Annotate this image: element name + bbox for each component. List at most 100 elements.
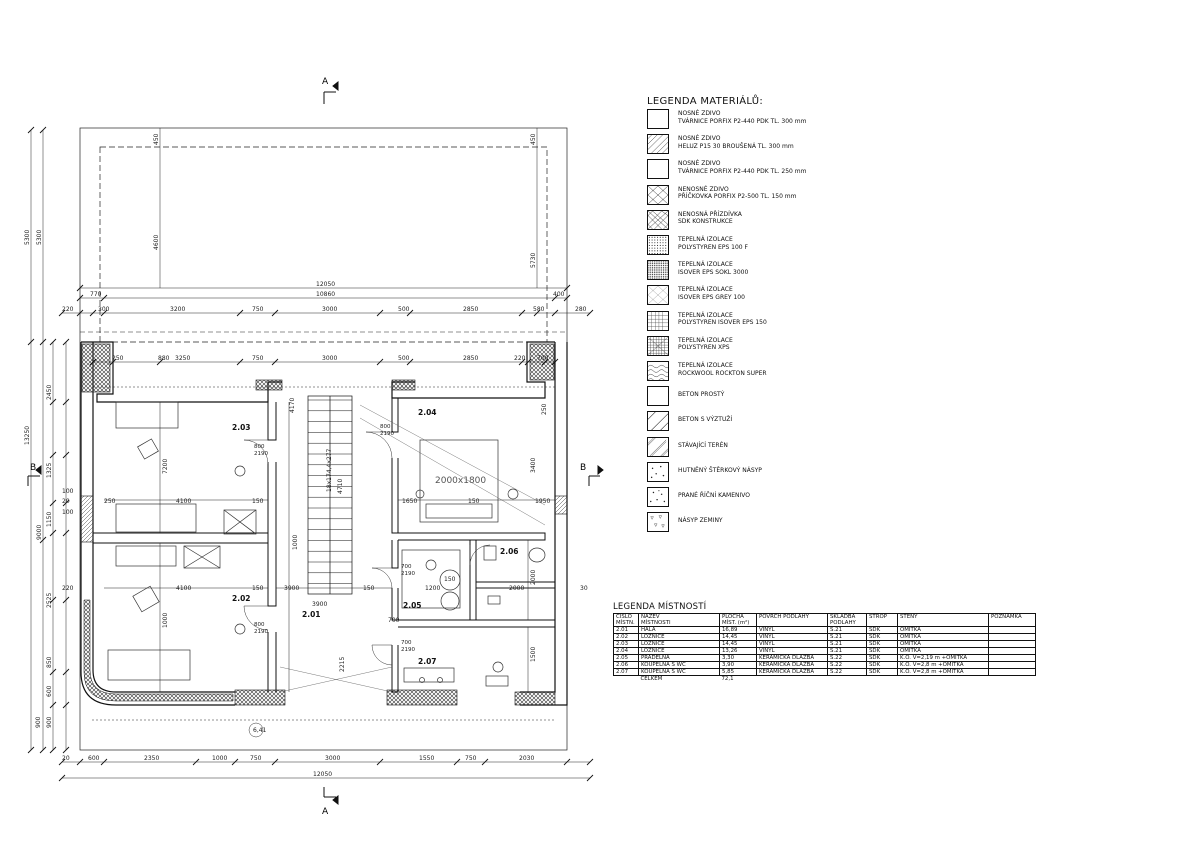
legend-label: BETON PROSTÝ: [678, 391, 725, 399]
dimension-tick: [100, 758, 108, 766]
table-cell: VINYL: [756, 626, 828, 634]
legend-label: NENOSNÁ PŘÍZDÍVKA SDK KONSTRUKCE: [678, 210, 742, 226]
dimension-tick: [192, 758, 200, 766]
dim-20: 20: [62, 498, 70, 505]
table-cell: [988, 640, 1036, 648]
dim-row3-220: 220: [514, 355, 526, 362]
table-cell: SDK: [866, 626, 898, 634]
dim-3525a: 7200: [162, 459, 169, 474]
exterior-walls: [80, 341, 568, 706]
dim-left-900a: 900: [35, 716, 42, 728]
dim-1000b: 150: [363, 585, 375, 592]
table-cell: SDK: [866, 633, 898, 641]
dimension-tick: [524, 358, 532, 366]
dimension-tick: [100, 294, 108, 302]
legend-pattern-swatch: [647, 512, 669, 533]
dim-left-850: 850: [46, 656, 53, 668]
table-cell: SDK: [866, 661, 898, 669]
table-cell: [988, 626, 1036, 634]
dim-row2-300: 300: [98, 306, 110, 313]
legend-pattern-swatch: [647, 159, 669, 180]
dimension-tick: [76, 309, 84, 317]
legend-label: TEPELNÁ IZOLACE POLYSTYREN EPS 100 F: [678, 236, 748, 251]
dim-1500: 1500: [530, 647, 537, 662]
dim-bot-1550: 1550: [419, 755, 434, 762]
dim-left-2525: 2525: [46, 593, 53, 608]
dimension-tick: [89, 309, 97, 317]
dim-1000a: 3900: [284, 585, 299, 592]
section-mark-b-left: B: [30, 463, 36, 473]
dimension-tick: [62, 499, 70, 507]
wall-insulation-hatch: [80, 343, 568, 706]
dimension-tick: [49, 668, 57, 676]
rooms-table-header-cell: STĚNY: [897, 613, 989, 627]
door-labels: 800 2190 800 2190 800 2190 700 2190 700 …: [254, 424, 415, 653]
dimension-texts: 12050 10860 770 400 220 300 3200 750 300…: [62, 281, 587, 778]
dimension-tick: [49, 701, 57, 709]
table-cell: KERAMICKÁ DLAŽBA: [756, 661, 828, 669]
dim-3525b: 1000: [162, 613, 169, 628]
dimension-tick: [58, 309, 66, 317]
dim-bot-2350: 2350: [144, 755, 159, 762]
table-cell: S.21: [827, 626, 867, 634]
table-cell: [988, 668, 1036, 676]
dimension-tick: [551, 309, 559, 317]
dimension-tick: [49, 499, 57, 507]
dimension-lines: [30, 128, 590, 779]
dim-100a: 100: [62, 488, 74, 495]
legend-label: NOSNÉ ZDIVO TVÁRNICE PORFIX P2-440 PDK T…: [678, 160, 807, 175]
legend-pattern-swatch: [647, 487, 669, 507]
rooms-table-header-cell: NÁZEV MÍSTNOSTI: [638, 613, 720, 627]
legend-pattern-swatch: [647, 335, 669, 356]
dim-250-right: 250: [541, 403, 548, 415]
dim-150b: 150: [252, 585, 264, 592]
guide-lines: [279, 404, 546, 693]
dimension-tick: [481, 758, 489, 766]
dimension-tick: [58, 774, 66, 782]
legend-label: TEPELNÁ IZOLACE ROCKWOOL ROCKTON SUPER: [678, 362, 767, 377]
table-cell: LOŽNICE: [638, 647, 720, 655]
dim-row3-3250: 3250: [175, 355, 190, 362]
legend-pattern-swatch: [647, 285, 669, 306]
dim-up-450a: 450: [153, 133, 160, 145]
legend-label: TEPELNÁ IZOLACE POLYSTYREN ISOVER EPS 15…: [678, 311, 767, 327]
room-2-04-label: 2.04: [418, 408, 437, 417]
dimension-tick: [27, 338, 35, 346]
stair-annotation: 18x174,4x277: [326, 448, 333, 492]
dim-3900: 150: [468, 498, 480, 505]
dimension-tick: [49, 596, 57, 604]
table-cell: VINYL: [756, 633, 828, 641]
legend-item: BETON S VÝZTUŽÍ: [647, 411, 857, 435]
section-mark-a-bottom: A: [322, 807, 329, 817]
dimension-tick: [376, 309, 384, 317]
table-cell: OMÍTKA: [897, 640, 989, 648]
room-2-06-label: 2.06: [500, 547, 519, 556]
dimension-tick: [39, 126, 47, 134]
legend-pattern-swatch: [647, 361, 669, 381]
legend-item: HUTNĚNÝ ŠTĚRKOVÝ NÁSYP: [647, 461, 857, 486]
table-cell: [988, 661, 1036, 669]
table-cell: 16,89: [719, 626, 757, 634]
dim-row2-2850: 2850: [463, 306, 478, 313]
dim-row2-3200: 3200: [170, 306, 185, 313]
dim-row2-3000: 3000: [322, 306, 337, 313]
legend-item: TEPELNÁ IZOLACE POLYSTYREN EPS 100 F: [647, 235, 857, 259]
dim-row3-880: 880: [158, 355, 170, 362]
table-cell: SDK: [866, 647, 898, 655]
legend-pattern-swatch: [647, 310, 669, 331]
legend-label: STÁVAJÍCÍ TERÉN: [678, 441, 728, 449]
room-2-01-label: 2.01: [302, 610, 321, 619]
rooms-table-header-cell: POZNÁMKA: [988, 613, 1036, 627]
dimension-tick: [551, 294, 559, 302]
table-cell: 3,30: [719, 654, 757, 662]
dimension-tick: [156, 358, 164, 366]
dimension-tick: [236, 358, 244, 366]
dim-250-left: 250: [104, 498, 116, 505]
dimension-tick: [533, 309, 541, 317]
dimension-tick: [271, 758, 279, 766]
dimension-tick: [231, 758, 239, 766]
table-cell: PRÁDELNA: [638, 654, 720, 662]
dimension-tick: [62, 668, 70, 676]
